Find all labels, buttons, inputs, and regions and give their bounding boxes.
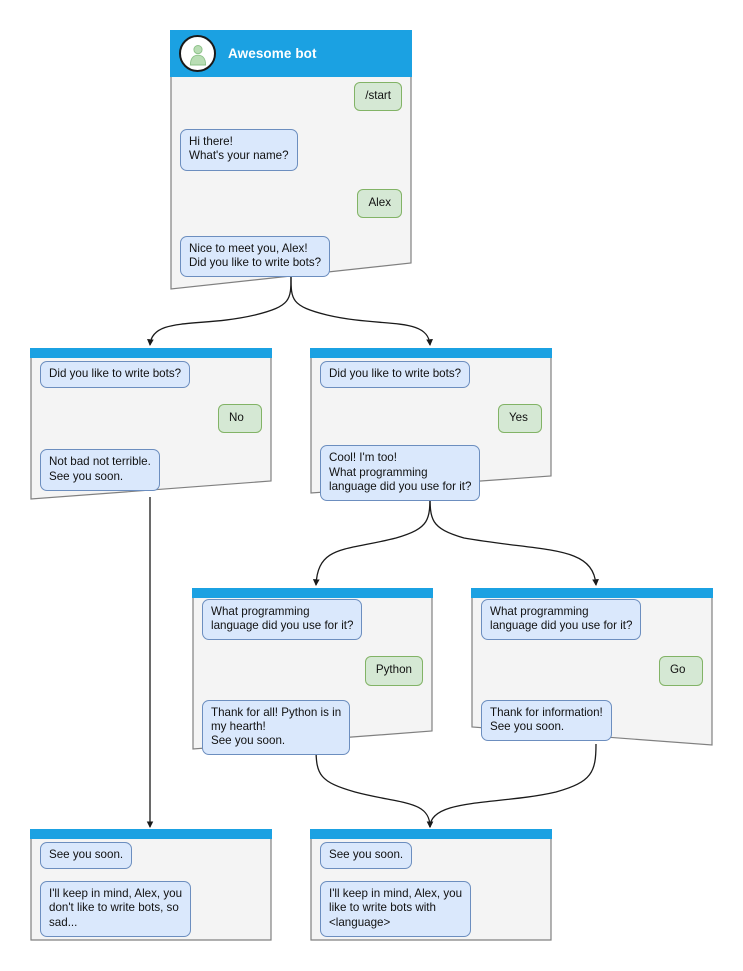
bot-message-bubble: Thank for information! See you soon. <box>481 699 612 742</box>
bot-message-bubble: I'll keep in mind, Alex, you like to wri… <box>320 881 472 937</box>
message-row: Not bad not terrible. See you soon. <box>40 449 262 491</box>
node-yes-branch[interactable]: Did you like to write bots? Yes Cool! I'… <box>310 348 552 502</box>
connector-python-to-end <box>315 747 434 829</box>
node-root-header: Awesome bot <box>170 30 412 77</box>
message-row: Python <box>202 656 423 686</box>
message-row: Go <box>481 656 703 686</box>
bot-message-bubble: Hi there! What's your name? <box>180 129 298 171</box>
message-row: Did you like to write bots? <box>40 361 262 389</box>
node-python-branch-messages: What programming language did you use fo… <box>192 599 433 756</box>
message-row: Did you like to write bots? <box>320 361 542 389</box>
node-python-branch-content: What programming language did you use fo… <box>192 588 433 756</box>
node-end-yes-content: See you soon. I'll keep in mind, Alex, y… <box>310 829 552 941</box>
user-message-bubble: Go <box>659 656 703 686</box>
bot-title: Awesome bot <box>228 46 317 61</box>
node-root-content: Awesome bot /start Hi there! What's your… <box>170 30 412 290</box>
node-header-bar <box>192 588 433 598</box>
message-row: See you soon. <box>320 842 542 870</box>
message-row: I'll keep in mind, Alex, you like to wri… <box>320 881 542 937</box>
node-header-bar <box>310 829 552 839</box>
bot-message-bubble: Did you like to write bots? <box>320 361 471 389</box>
bot-message-bubble: Thank for all! Python is in my hearth! S… <box>202 699 351 756</box>
bot-message-bubble: Did you like to write bots? <box>40 361 191 389</box>
message-row: Alex <box>180 188 402 218</box>
node-end-no[interactable]: See you soon. I'll keep in mind, Alex, y… <box>30 829 272 941</box>
bot-message-bubble: I'll keep in mind, Alex, you don't like … <box>40 881 192 937</box>
node-end-no-messages: See you soon. I'll keep in mind, Alex, y… <box>30 842 272 937</box>
node-no-branch-messages: Did you like to write bots? No Not bad n… <box>30 361 272 491</box>
node-no-branch-content: Did you like to write bots? No Not bad n… <box>30 348 272 500</box>
node-end-yes[interactable]: See you soon. I'll keep in mind, Alex, y… <box>310 829 552 941</box>
message-row: What programming language did you use fo… <box>481 599 703 641</box>
bot-message-bubble: What programming language did you use fo… <box>481 599 642 641</box>
message-row: Yes <box>320 404 542 434</box>
user-message-bubble: No <box>218 404 262 434</box>
message-row: Cool! I'm too! What programming language… <box>320 445 542 502</box>
message-row: Thank for information! See you soon. <box>481 699 703 742</box>
connector-yes-to-python <box>312 491 431 587</box>
bot-message-bubble: Not bad not terrible. See you soon. <box>40 449 160 491</box>
message-row: What programming language did you use fo… <box>202 599 423 641</box>
message-row: Hi there! What's your name? <box>180 129 402 171</box>
connector-yes-to-go <box>429 491 599 587</box>
user-message-bubble: Yes <box>498 404 542 434</box>
bot-message-bubble: See you soon. <box>40 842 133 870</box>
bot-message-bubble: Nice to meet you, Alex! Did you like to … <box>180 235 331 278</box>
message-row: Thank for all! Python is in my hearth! S… <box>202 699 423 756</box>
message-row: /start <box>180 82 402 112</box>
node-root[interactable]: Awesome bot /start Hi there! What's your… <box>170 30 412 290</box>
node-go-branch-content: What programming language did you use fo… <box>471 588 713 746</box>
node-header-bar <box>310 348 552 358</box>
message-row: I'll keep in mind, Alex, you don't like … <box>40 881 262 937</box>
bot-message-bubble: What programming language did you use fo… <box>202 599 363 641</box>
user-message-bubble: Python <box>364 656 423 686</box>
node-end-no-content: See you soon. I'll keep in mind, Alex, y… <box>30 829 272 941</box>
node-yes-branch-messages: Did you like to write bots? Yes Cool! I'… <box>310 361 552 502</box>
message-row: No <box>40 404 262 434</box>
node-go-branch[interactable]: What programming language did you use fo… <box>471 588 713 746</box>
bot-message-bubble: Cool! I'm too! What programming language… <box>320 445 481 502</box>
message-row: See you soon. <box>40 842 262 870</box>
node-no-branch[interactable]: Did you like to write bots? No Not bad n… <box>30 348 272 500</box>
user-message-bubble: Alex <box>357 188 402 218</box>
message-row: Nice to meet you, Alex! Did you like to … <box>180 235 402 278</box>
user-message-bubble: /start <box>354 82 402 112</box>
node-yes-branch-content: Did you like to write bots? Yes Cool! I'… <box>310 348 552 502</box>
node-root-messages: /start Hi there! What's your name? Alex … <box>170 82 412 278</box>
node-go-branch-messages: What programming language did you use fo… <box>471 599 713 742</box>
node-header-bar <box>471 588 713 598</box>
node-end-yes-messages: See you soon. I'll keep in mind, Alex, y… <box>310 842 552 937</box>
person-avatar-icon <box>179 35 216 72</box>
node-python-branch[interactable]: What programming language did you use fo… <box>192 588 433 756</box>
node-header-bar <box>30 348 272 358</box>
bot-message-bubble: See you soon. <box>320 842 413 870</box>
node-header-bar <box>30 829 272 839</box>
connector-go-to-end <box>426 743 597 829</box>
